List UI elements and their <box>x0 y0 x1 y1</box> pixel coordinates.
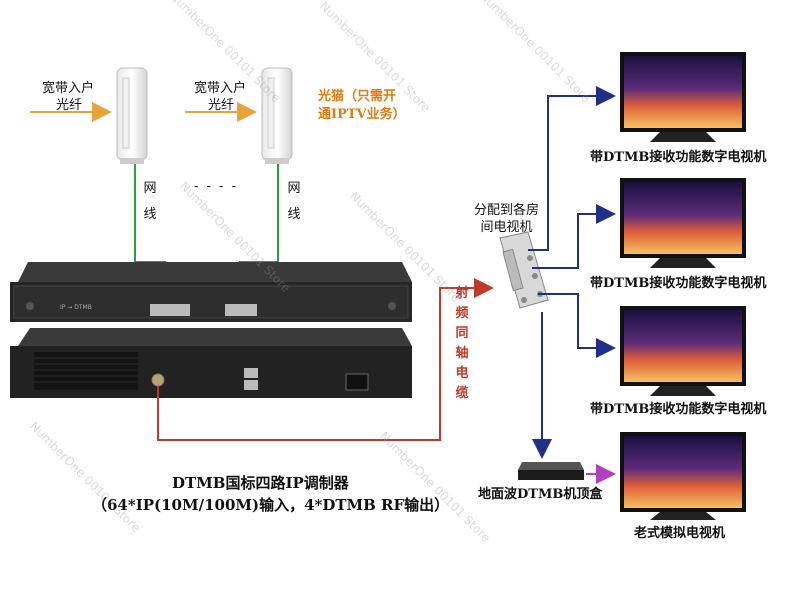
modem-note: 光猫（只需开 通IPTV业务） <box>318 88 406 124</box>
broadband-1-line1: 宽带入户 <box>42 81 95 96</box>
modem-2 <box>261 67 293 164</box>
splitter-line2: 间电视机 <box>480 220 533 235</box>
rf-coax-cable <box>157 278 494 441</box>
old-tv <box>620 432 746 520</box>
device-subtitle: （64*IP(10M/100M)输入，4*DTMB RF输出） <box>92 496 450 514</box>
tv-3 <box>620 306 746 396</box>
tv-2 <box>620 178 746 268</box>
broadband-2-line2: 光纤 <box>208 98 235 113</box>
tv-2-label: 带DTMB接收功能数字电视机 <box>590 276 767 291</box>
modem-note-line2: 通IPTV业务） <box>318 107 406 122</box>
tv-3-label: 带DTMB接收功能数字电视机 <box>590 402 767 417</box>
tv-1 <box>620 52 746 142</box>
dashes: - - - - <box>194 179 238 194</box>
rf-char-2: 频 <box>455 306 469 321</box>
modem-note-line1: 光猫（只需开 <box>318 89 397 104</box>
blue-cable-tv3 <box>538 293 616 358</box>
broadband-1-line2: 光纤 <box>56 98 83 113</box>
modulator-front-panel: IP → DTMB <box>10 262 412 322</box>
netcable-1-label: 网 线 <box>142 176 158 228</box>
rf-char-6: 缆 <box>455 386 469 401</box>
netcable-1-line2: 线 <box>143 207 157 222</box>
rf-char-3: 同 <box>455 326 469 341</box>
broadband-2-label: 宽带入户 光纤 <box>194 80 246 114</box>
svg-text:IP → DTMB: IP → DTMB <box>60 304 92 311</box>
broadband-1-label: 宽带入户 光纤 <box>42 80 94 114</box>
modulator-back-panel <box>10 328 412 398</box>
rf-char-4: 轴 <box>455 346 469 361</box>
rf-char-5: 电 <box>455 366 469 381</box>
rf-cable-label: 射 频 同 轴 电 缆 <box>454 284 470 404</box>
blue-cable-tv2 <box>532 204 616 269</box>
splitter <box>499 231 549 309</box>
tv-1-label: 带DTMB接收功能数字电视机 <box>590 150 767 165</box>
modem-1 <box>116 67 148 164</box>
old-tv-label: 老式模拟电视机 <box>634 526 726 541</box>
netcable-2-label: 网 线 <box>286 176 302 228</box>
broadband-2-line1: 宽带入户 <box>194 81 247 96</box>
set-top-box <box>518 462 584 480</box>
netcable-2-line2: 线 <box>287 207 301 222</box>
blue-cable-tv1 <box>528 86 616 251</box>
splitter-label: 分配到各房 间电视机 <box>474 202 539 236</box>
netcable-2-line1: 网 <box>287 181 301 196</box>
netcable-1-line1: 网 <box>143 181 157 196</box>
stb-label: 地面波DTMB机顶盒 <box>478 487 603 502</box>
splitter-line1: 分配到各房 <box>474 203 540 218</box>
rf-char-1: 射 <box>455 286 469 301</box>
device-title: DTMB国标四路IP调制器 <box>172 474 349 492</box>
